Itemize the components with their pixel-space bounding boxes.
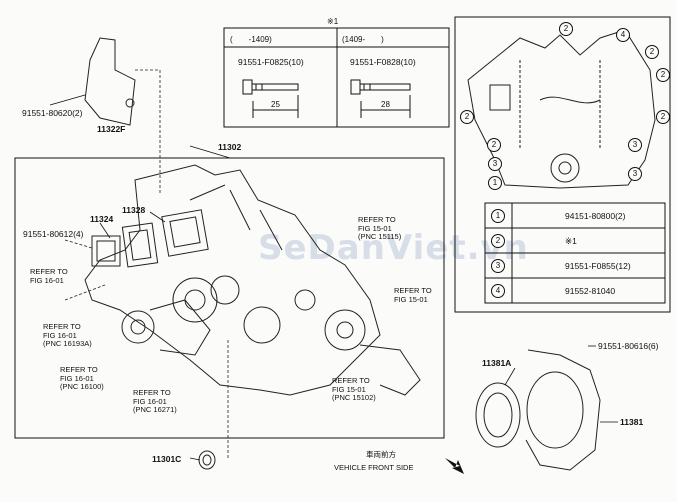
bolt-col2-length: 28 bbox=[381, 100, 390, 109]
part-11324[interactable]: 11324 bbox=[90, 214, 114, 224]
watermark-text: SeDanViet.vn bbox=[258, 228, 529, 268]
part-11301C[interactable]: 11301C bbox=[152, 454, 182, 464]
part-11381[interactable]: 11381 bbox=[620, 417, 644, 427]
legend-num-1: 1 bbox=[491, 209, 505, 223]
note-mark: ※1 bbox=[327, 17, 339, 26]
inset-marker-4: 2 bbox=[656, 68, 670, 82]
bolt-inset-frame bbox=[454, 16, 671, 313]
timing-cover-drawing bbox=[84, 37, 421, 396]
refer-note-3[interactable]: REFER TO FIG 16-01 (PNC 16100) bbox=[60, 365, 104, 392]
refer-note-6[interactable]: REFER TO FIG 15-01 bbox=[394, 286, 432, 304]
inset-marker-9: 3 bbox=[628, 138, 642, 152]
inset-marker-11: 3 bbox=[628, 167, 642, 181]
legend-num-3: 3 bbox=[491, 259, 505, 273]
inset-marker-7: 2 bbox=[487, 138, 501, 152]
front-label-jp: 車両前方 bbox=[366, 450, 396, 459]
inset-marker-3: 2 bbox=[645, 45, 659, 59]
bolt-col1-length: 25 bbox=[271, 100, 280, 109]
part-11302[interactable]: 11302 bbox=[218, 142, 242, 152]
bolt-25-drawing bbox=[242, 79, 299, 118]
part-91551-80620[interactable]: 91551-80620(2) bbox=[22, 108, 83, 118]
legend-part-3: 91551-F0855(12) bbox=[565, 261, 631, 271]
inset-marker-8: 3 bbox=[488, 157, 502, 171]
part-11381A[interactable]: 11381A bbox=[482, 358, 512, 368]
legend-num-2: 2 bbox=[491, 234, 505, 248]
legend-part-2: ※1 bbox=[565, 236, 577, 246]
refer-note-1[interactable]: REFER TO FIG 16-01 bbox=[30, 267, 68, 285]
part-91551-80612[interactable]: 91551-80612(4) bbox=[23, 229, 84, 239]
inset-marker-1: 2 bbox=[559, 22, 573, 36]
refer-note-5[interactable]: REFER TO FIG 15-01 (PNC 15115) bbox=[358, 215, 402, 242]
bolt-col2-range: (1409- ) bbox=[342, 35, 384, 44]
inset-marker-5: 2 bbox=[656, 110, 670, 124]
oil-seal-drawing bbox=[198, 349, 601, 471]
refer-note-4[interactable]: REFER TO FIG 16-01 (PNC 16271) bbox=[133, 388, 177, 415]
front-arrow bbox=[445, 458, 464, 474]
inset-cover-outline bbox=[467, 29, 656, 189]
refer-note-2[interactable]: REFER TO FIG 16-01 (PNC 16193A) bbox=[43, 322, 92, 349]
inset-marker-10: 1 bbox=[488, 176, 502, 190]
inset-marker-2: 4 bbox=[616, 28, 630, 42]
bolt-col1-range: ( -1409) bbox=[230, 35, 272, 44]
bolt-col2-part: 91551-F0828(10) bbox=[350, 57, 416, 67]
part-91551-80616[interactable]: 91551-80616(6) bbox=[598, 341, 659, 351]
legend-part-1: 94151-80800(2) bbox=[565, 211, 626, 221]
part-11328[interactable]: 11328 bbox=[122, 205, 146, 215]
inset-marker-6: 2 bbox=[460, 110, 474, 124]
bolt-col1-part: 91551-F0825(10) bbox=[238, 57, 304, 67]
front-label-en: VEHICLE FRONT SIDE bbox=[334, 463, 414, 472]
assembly-frame bbox=[14, 157, 445, 439]
legend-num-4: 4 bbox=[491, 284, 505, 298]
part-11322F[interactable]: 11322F bbox=[97, 124, 126, 134]
legend-part-4: 91552-81040 bbox=[565, 286, 616, 296]
refer-note-7[interactable]: REFER TO FIG 15-01 (PNC 15102) bbox=[332, 376, 376, 403]
bolt-28-drawing bbox=[350, 79, 411, 118]
